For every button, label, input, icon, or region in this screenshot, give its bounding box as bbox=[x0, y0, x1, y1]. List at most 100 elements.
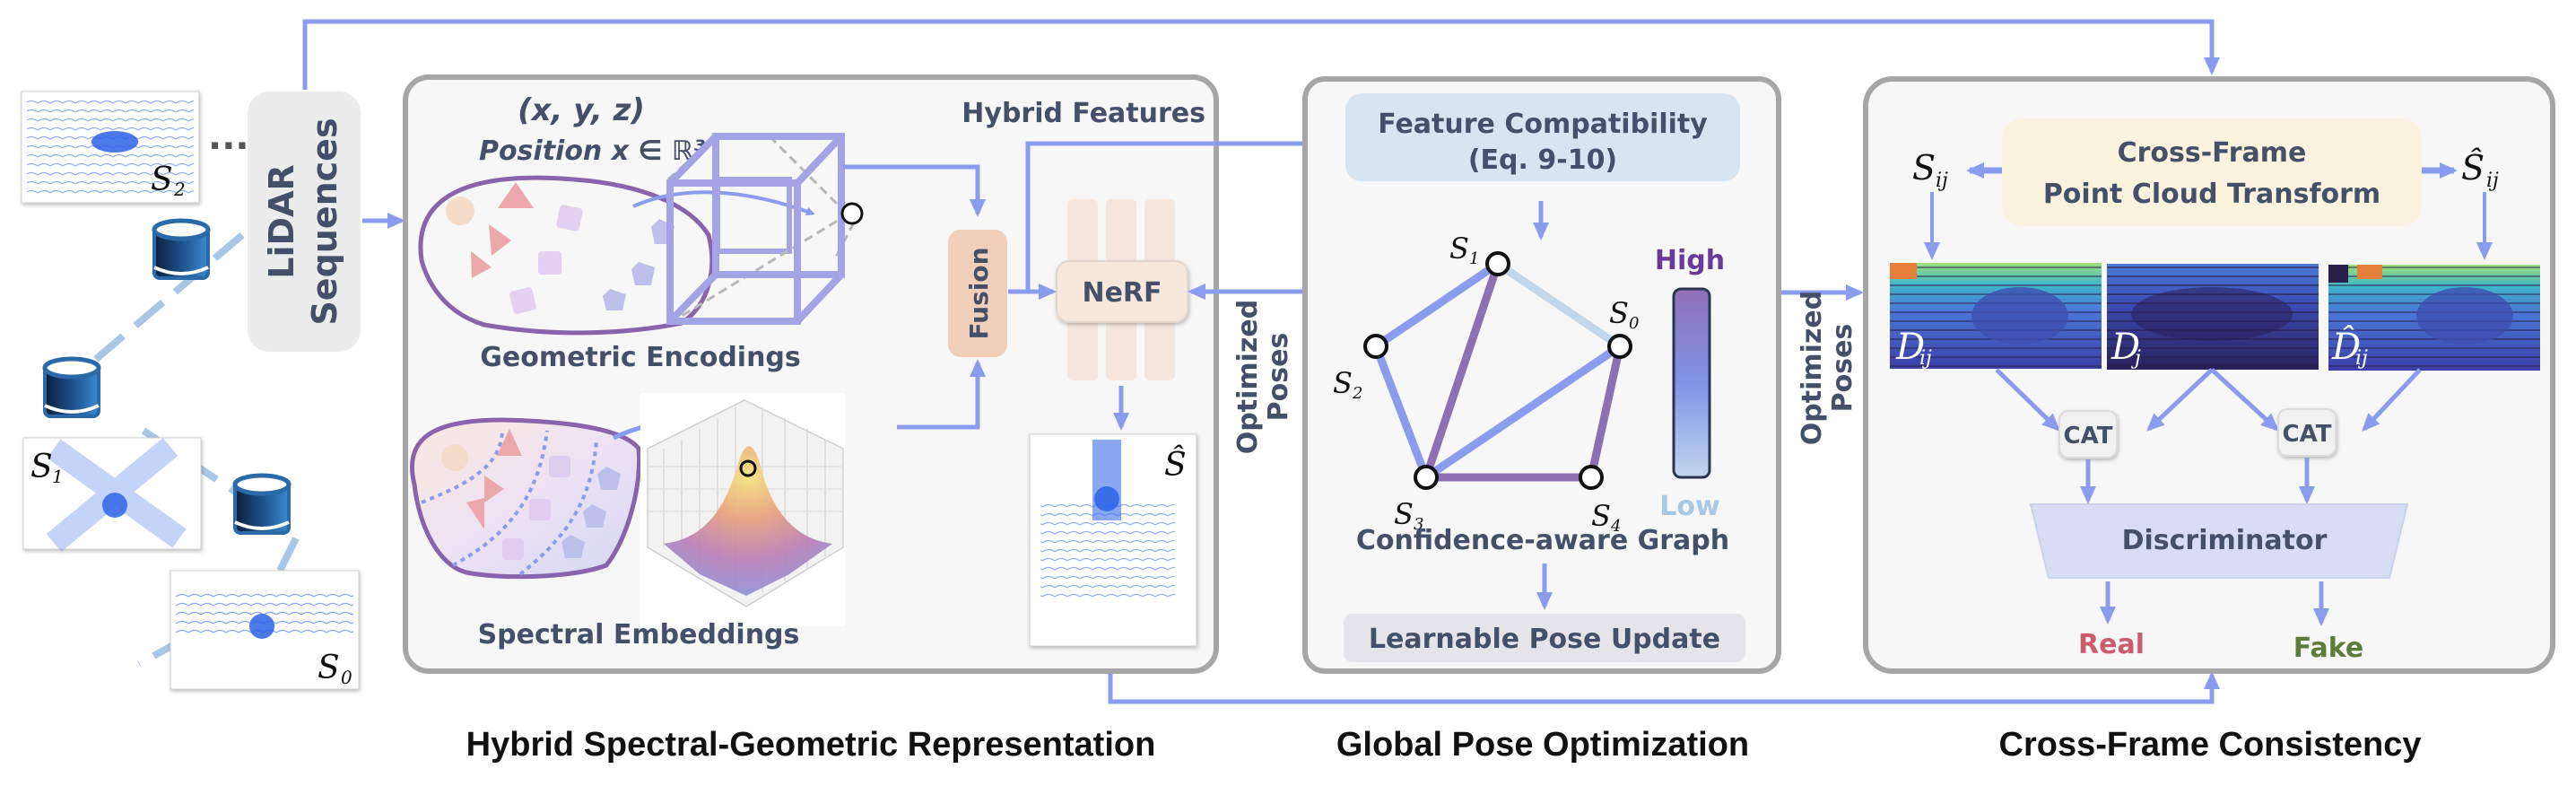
legend-high-label: High bbox=[1655, 245, 1725, 276]
graph-node-S1 bbox=[1485, 251, 1510, 276]
dj-to-cat1-arrow bbox=[2146, 368, 2214, 432]
s-hat-ij-label: Ŝ bbox=[2461, 148, 2485, 188]
ellipsis: ··· bbox=[208, 126, 249, 167]
graph-node-subscript-S0: 0 bbox=[1629, 314, 1639, 333]
position-label: Position x ∈ ℝ³ bbox=[479, 135, 705, 167]
feature-compat-title: Feature Compatibility bbox=[1378, 109, 1708, 140]
lidar-label: LiDAR bbox=[262, 164, 301, 278]
geometric-point-set bbox=[418, 175, 715, 336]
surface-to-fusion-arrow bbox=[897, 359, 986, 430]
cat-label: CAT bbox=[2283, 421, 2332, 448]
graph-node-label-S4: S bbox=[1591, 499, 1611, 533]
graph-edge-S3-S0 bbox=[1423, 343, 1623, 481]
scan-thumbnail-s0: S 0 bbox=[170, 570, 360, 690]
rendered-scan-label: Ŝ bbox=[1164, 446, 1187, 484]
graph-node-label-S1: S bbox=[1449, 231, 1469, 266]
confidence-legend: High Low bbox=[1655, 245, 1725, 522]
dj-to-cat2-arrow bbox=[2210, 368, 2279, 432]
graph-node-label-S0: S bbox=[1609, 296, 1629, 330]
discriminator-block: Discriminator bbox=[2029, 503, 2409, 579]
depth-label-dhatij: D̂ bbox=[2331, 327, 2361, 368]
real-label: Real bbox=[2078, 629, 2145, 660]
transform-title-1: Cross-Frame bbox=[2118, 137, 2307, 169]
nerf-label: NeRF bbox=[1082, 277, 1162, 309]
cube-to-fusion-arrow bbox=[843, 164, 986, 217]
depth-map-dj: D j bbox=[2107, 264, 2319, 370]
cat-label: CAT bbox=[2064, 423, 2113, 450]
poses-label: Poses bbox=[1263, 333, 1294, 422]
fusion-block: Fusion bbox=[948, 230, 1007, 357]
learnable-pose-update-block: Learnable Pose Update bbox=[1344, 614, 1745, 662]
scan-subscript-s2: 2 bbox=[173, 179, 186, 200]
feature-compat-eq: (Eq. 9-10) bbox=[1468, 144, 1617, 176]
spectral-point-set bbox=[409, 417, 642, 580]
cat-block-1: CAT bbox=[2058, 410, 2118, 458]
graph-node-subscript-S3: 3 bbox=[1414, 515, 1423, 534]
nerf-block: NeRF bbox=[1056, 199, 1188, 380]
dij-to-cat1-arrow bbox=[1995, 368, 2060, 432]
s-ij-subscript: ij bbox=[1936, 170, 1948, 192]
cat-block-2: CAT bbox=[2277, 408, 2337, 457]
features-to-compatibility-arrow bbox=[1025, 135, 1344, 292]
graph-node-subscript-S1: 1 bbox=[1469, 249, 1479, 268]
graph-edge-S1-S2 bbox=[1373, 260, 1501, 350]
depth-map-dhatij: D̂ ij bbox=[2328, 265, 2540, 371]
fusion-label: Fusion bbox=[964, 247, 994, 339]
caption-representation: Hybrid Spectral-Geometric Representation bbox=[466, 726, 1156, 764]
pose-update-label: Learnable Pose Update bbox=[1369, 624, 1720, 655]
graph-node-subscript-S4: 4 bbox=[1610, 517, 1621, 536]
s-ij-label: S bbox=[1912, 148, 1936, 188]
depth-subscript-dij: ij bbox=[1919, 347, 1932, 370]
database-icon bbox=[152, 218, 211, 280]
feature-compatibility-block: Feature Compatibility (Eq. 9-10) bbox=[1345, 93, 1740, 181]
poses-label: Poses bbox=[1827, 324, 1858, 413]
transform-title-2: Point Cloud Transform bbox=[2043, 179, 2380, 210]
optimized-poses-left-label: Optimized Poses bbox=[1232, 300, 1294, 454]
scan-label-s1: S bbox=[30, 449, 53, 485]
fake-label: Fake bbox=[2293, 633, 2363, 664]
hybrid-features-label: Hybrid Features bbox=[962, 98, 1205, 129]
depth-label-dij: D bbox=[1895, 327, 1925, 368]
cross-frame-transform-block: Cross-Frame Point Cloud Transform bbox=[2002, 118, 2422, 226]
graph-edge-S1-S0 bbox=[1495, 260, 1623, 350]
voxel-grid-cube bbox=[666, 133, 864, 325]
optimized-label: Optimized bbox=[1797, 291, 1828, 445]
scan-thumbnail-s2: S 2 bbox=[21, 91, 200, 204]
graph-node-S0 bbox=[1607, 334, 1632, 359]
legend-low-label: Low bbox=[1659, 491, 1719, 522]
geometric-encodings-label: Geometric Encodings bbox=[480, 342, 801, 373]
optimized-poses-right-label: Optimized Poses bbox=[1797, 291, 1858, 445]
s-hat-ij-subscript: ij bbox=[2486, 170, 2499, 192]
scan-subscript-s1: 1 bbox=[52, 466, 64, 487]
sequences-label: Sequences bbox=[305, 118, 344, 325]
depth-subscript-dhatij: ij bbox=[2355, 347, 2368, 370]
graph-node-S3 bbox=[1414, 465, 1439, 490]
lidar-sequences-box: LiDAR Sequences bbox=[248, 92, 361, 352]
depth-map-dij: D ij bbox=[1890, 263, 2102, 370]
graph-edge-S1-S3 bbox=[1422, 262, 1502, 479]
database-icon bbox=[232, 473, 292, 535]
scan-label-s2: S bbox=[151, 162, 173, 198]
graph-node-S4 bbox=[1579, 465, 1604, 490]
scan-subscript-s0: 0 bbox=[341, 667, 352, 688]
pose-optimization-panel bbox=[1302, 76, 1781, 674]
database-icon bbox=[42, 356, 101, 418]
graph-node-S2 bbox=[1363, 334, 1388, 359]
dhatij-to-cat2-arrow bbox=[2362, 368, 2422, 432]
graph-edge-S2-S3 bbox=[1371, 345, 1431, 479]
graph-node-label-S3: S bbox=[1394, 497, 1414, 531]
rendered-scan-thumbnail: Ŝ bbox=[1029, 433, 1197, 647]
graph-edge-S4-S0 bbox=[1587, 345, 1624, 478]
graph-node-subscript-S2: 2 bbox=[1352, 384, 1362, 403]
caption-pose-optimization: Global Pose Optimization bbox=[1336, 726, 1749, 764]
top-connector-arrow bbox=[302, 19, 2220, 90]
discriminator-label: Discriminator bbox=[2122, 525, 2328, 556]
caption-consistency: Cross-Frame Consistency bbox=[1999, 726, 2422, 764]
scan-label-s0: S bbox=[318, 650, 340, 686]
optimized-label: Optimized bbox=[1232, 300, 1264, 454]
spectral-embeddings-label: Spectral Embeddings bbox=[478, 619, 800, 651]
graph-node-label-S2: S bbox=[1333, 366, 1353, 400]
spectral-surface-plot bbox=[640, 393, 845, 626]
